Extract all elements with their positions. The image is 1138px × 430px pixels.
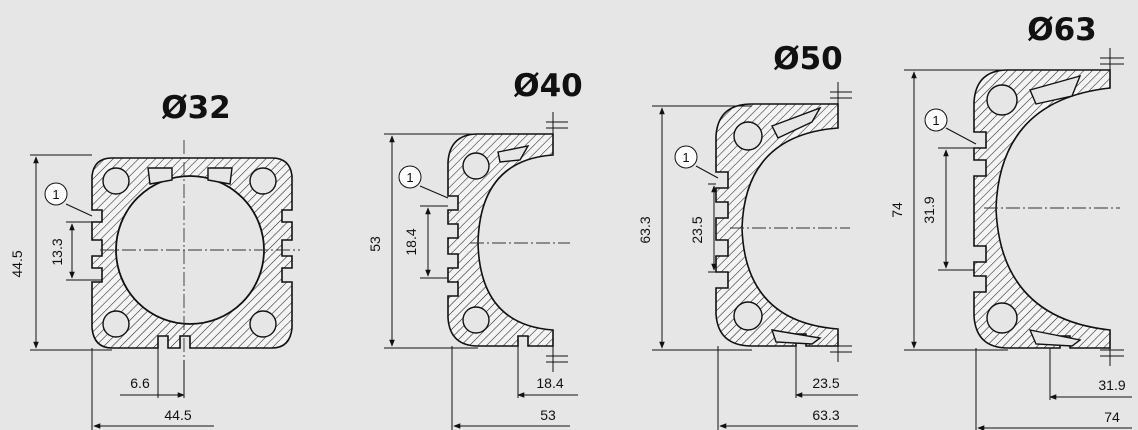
cavity (1029, 74, 1082, 105)
slot-label: 31.9 (921, 196, 937, 223)
callout-number: 1 (52, 187, 59, 202)
profile-d50: Ø50 63.3 23.5 1 23.5 63.3 (637, 41, 858, 430)
profile-title: Ø40 (513, 68, 583, 104)
slot-label: 13.3 (49, 238, 65, 265)
profile-outline (973, 69, 1111, 349)
height-label: 63.3 (637, 216, 653, 243)
callout-number: 1 (682, 150, 689, 165)
cavity (147, 167, 173, 185)
callout-bubble (44, 182, 68, 206)
profile-d40: Ø40 53 18.4 1 18.4 53 (367, 68, 583, 430)
slot-label: 23.5 (689, 216, 705, 243)
offset-label: 31.9 (1098, 377, 1125, 393)
offset-label: 6.6 (130, 375, 150, 391)
profile-title: Ø63 (1027, 12, 1097, 48)
callout-bubble (674, 145, 698, 169)
profile-title: Ø32 (161, 90, 231, 126)
callout-leader (65, 203, 93, 217)
tie-rod-hole (462, 306, 490, 334)
cavity (497, 145, 530, 163)
cavity (771, 106, 822, 139)
callout-bubble (924, 108, 948, 132)
profile-d32: Ø32 44.5 13.3 1 6.6 44.5 (9, 90, 300, 430)
cavity (770, 329, 822, 345)
tie-rod-hole (462, 152, 490, 180)
offset-label: 23.5 (812, 375, 839, 391)
tie-rod-hole (249, 310, 277, 338)
profile-title: Ø50 (773, 41, 843, 77)
width-label: 44.5 (164, 407, 191, 423)
width-label: 74 (1104, 409, 1120, 425)
profile-outline (447, 133, 554, 347)
height-label: 53 (367, 236, 383, 252)
profile-d63: Ø63 74 31.9 1 31.9 74 (889, 12, 1132, 430)
tie-rod-hole (733, 121, 763, 151)
tie-rod-hole (733, 301, 763, 331)
offset-label: 18.4 (536, 375, 563, 391)
cavity (207, 167, 233, 185)
callout-bubble (398, 165, 422, 189)
callout-number: 1 (932, 113, 939, 128)
width-label: 63.3 (812, 407, 839, 423)
callout-leader (419, 185, 449, 199)
tie-rod-hole (102, 310, 130, 338)
callout-leader (695, 165, 719, 179)
height-label: 44.5 (9, 250, 25, 277)
cavity (1028, 329, 1082, 347)
tie-rod-hole (986, 84, 1018, 116)
tie-rod-hole (102, 167, 130, 195)
callout-number: 1 (406, 170, 413, 185)
height-label: 74 (889, 202, 905, 218)
tie-rod-hole (986, 302, 1018, 334)
callout-leader (945, 127, 977, 145)
slot-label: 18.4 (403, 228, 419, 255)
width-label: 53 (540, 407, 556, 423)
tie-rod-hole (249, 167, 277, 195)
